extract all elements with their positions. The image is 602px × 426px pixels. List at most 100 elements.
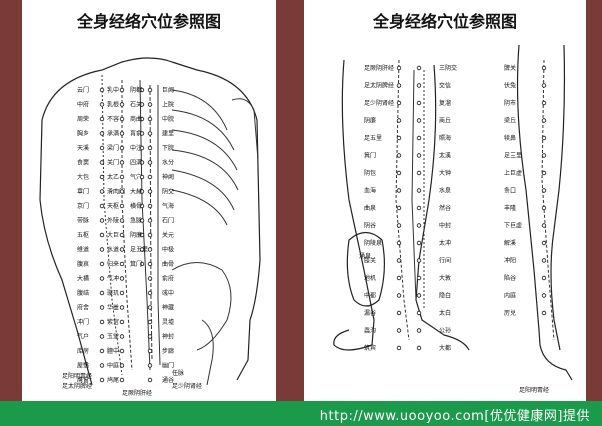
acupoint-label: 大钟 [439,169,451,177]
meridian-label-kidney: 足少阴肾经 [172,382,202,390]
acupoint-dot [541,223,547,228]
acupoint-dot [416,153,422,158]
acupoint-dot [396,258,402,263]
acupoint-dot [147,102,153,107]
footer-credit: http://www.uooyoo.com[优优健康网]提供 [319,409,590,424]
acupoint-label: 中庭 [107,362,119,370]
acupoint-label: 天枢 [107,202,119,210]
acupoint-label: 上巨虚 [504,169,522,177]
right-chart-title: 全身经络穴位参照图 [372,12,517,31]
acupoint-label: 屋翳 [77,363,89,370]
acupoint-dot [147,189,153,194]
acupoint-label: 玉堂 [107,333,119,341]
footer-bar: http://www.uooyoo.com[优优健康网]提供 [0,401,602,426]
acupoint-label: 乳根 [107,101,119,109]
acupoint-label: 足五里 [364,135,382,142]
acupoint-dot [119,203,125,209]
acupoint-label: 筑宾 [364,344,376,352]
acupoint-dot [119,87,125,93]
acupoint-dot [139,189,145,194]
acupoint-label: 阴市 [504,99,516,107]
acupoint-dot [416,258,422,263]
acupoint-dot [396,170,402,176]
acupoint-label: 商丘 [439,117,451,125]
acupoint-dot [119,334,125,339]
acupoint-dot [147,247,153,252]
acupoint-dot [147,131,153,136]
acupoint-dot [99,319,105,325]
acupoint-dot [147,218,153,223]
acupoint-dot [119,232,125,238]
acupoint-dot [139,102,145,107]
acupoint-label: 梁丘 [504,117,516,125]
acupoint-dot [416,240,422,246]
acupoint-label: 上脘 [162,101,174,109]
foot-label: 涌泉 [359,252,371,260]
acupoint-label: 太白 [439,309,451,317]
acupoint-dot [541,135,547,141]
acupoint-label: 府舍 [77,304,89,312]
acupoint-dot [396,328,402,333]
acupoint-dot [139,145,145,151]
acupoint-label: 中都 [364,292,376,300]
acupoint-label: 腹结 [77,289,89,297]
acupoint-dot [147,334,153,339]
acupoint-label: 璇玑 [107,289,119,297]
acupoint-label: 周荣 [77,115,89,123]
acupoint-dot [396,240,402,246]
acupoint-label: 大横 [77,275,89,283]
acupoint-dot [541,83,547,88]
acupoint-label: 中脘 [162,115,174,123]
acupoint-dot [99,102,105,107]
acupoint-label: 灵墟 [162,318,174,326]
acupoint-dot [99,131,105,136]
acupoint-dot [99,377,105,383]
acupoint-label: 库房 [77,347,89,355]
acupoint-dot [541,170,547,176]
acupoint-dot [119,218,125,223]
acupoint-label: 不容 [107,115,119,123]
acupoint-dot [416,293,422,298]
acupoint-label: 公孙 [439,327,451,335]
acupoint-dot [139,261,145,267]
acupoint-dot [541,205,547,211]
acupoint-dot [416,205,422,211]
acupoint-label: 陷谷 [504,274,516,282]
meridian-label-stomach-right: 足阳明胃经 [519,386,549,394]
acupoint-label: 三阴交 [439,64,457,72]
acupoint-label: 血海 [364,187,376,195]
acupoint-dot [99,87,105,93]
acupoint-dot [147,87,153,93]
acupoint-dot [147,348,153,354]
acupoint-label: 中封 [439,222,451,230]
left-chart-panel: 全身经络穴位参照图 云门中府周荣胸乡天溪食窦大包章门京门带脉五枢维道腹哀大横腹结… [22,0,276,401]
acupoint-dot [396,223,402,228]
acupoint-label: 然谷 [439,204,451,212]
acupoint-dot [119,363,125,368]
left-body-illustration: 云门中府周荣胸乡天溪食窦大包章门京门带脉五枢维道腹哀大横腹结府舍冲门气户库房屋翳… [39,57,261,397]
acupoint-dot [119,261,125,267]
acupoint-dot [416,188,422,193]
acupoint-dot [139,87,145,93]
acupoint-label: 内庭 [504,292,516,300]
acupoint-label: 足少阴肾经 [364,99,394,107]
acupoint-dot [416,135,422,141]
acupoint-dot [541,153,547,158]
acupoint-dot [119,348,125,354]
acupoint-dot [416,345,422,351]
acupoint-label: 丰隆 [504,204,516,212]
acupoint-dot [396,65,402,71]
acupoint-dot [119,290,125,296]
acupoint-dot [119,377,125,383]
acupoint-label: 腹哀 [77,260,89,268]
acupoint-dot [416,328,422,333]
meridian-label-spleen: 足太阴脾经 [62,382,92,390]
acupoint-dot [99,363,105,368]
acupoint-dot [416,100,422,106]
acupoint-label: 大赫 [130,188,142,196]
acupoint-dot [119,247,125,252]
acupoint-label: 急脉 [130,217,142,225]
acupoint-dot [99,305,105,310]
acupoint-dot [416,65,422,71]
meridian-label-stomach: 足阳明胃经 [62,372,92,380]
